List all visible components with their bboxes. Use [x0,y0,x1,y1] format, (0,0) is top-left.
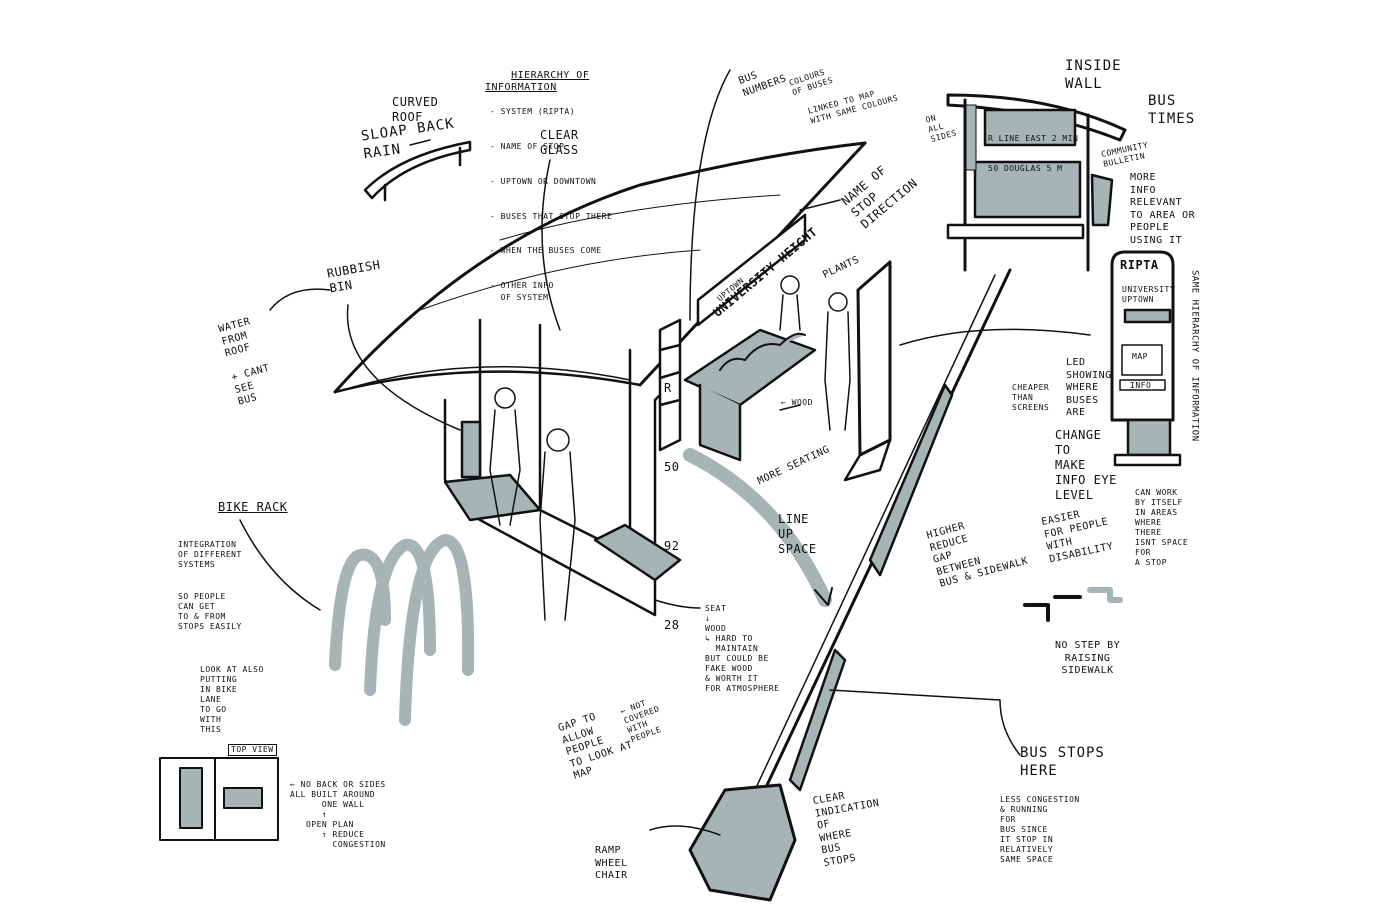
so-people-note: So people can get to & from stops easily [178,592,242,631]
cheaper-than-screens-note: Cheaper than screens [1012,383,1050,412]
top-view-label: Top view [228,744,277,756]
hierarchy-item: - System (RIPTA) [490,107,576,117]
bus-times-note: Bus times [1148,93,1196,127]
more-info-note: More info relevant to area or people usi… [1130,172,1196,246]
people-figures [489,275,851,621]
route-number: R [664,380,672,395]
bus-stop-line [829,689,1021,756]
hierarchy-item: - Buses that stop there [490,211,613,221]
bus-time-line: 50 Douglas 5 m [988,164,1063,173]
led-showing-note: LED showing where buses are [1066,357,1112,418]
route-number: 28 [664,618,680,633]
bike-rack [329,534,475,726]
bench [683,328,817,462]
hierarchy-item: - When the buses come [490,246,602,256]
can-work-by-itself-note: Can work by itself in areas where there … [1135,488,1189,567]
inside-wall-title: Inside wall [1065,58,1122,92]
hierarchy-title-text: Hierarchy of information [485,69,590,94]
bike-rack-title: Bike rack [218,500,288,514]
no-step-profile [1023,587,1123,622]
shelter-wall [443,318,682,617]
no-back-note: ← No back or sides All built around one … [290,780,386,849]
hierarchy-list: - System (RIPTA) - Name of stop - Uptown… [490,83,612,326]
clear-indication-note: Clear indication of where bus stops [811,790,881,869]
clear-glass-note: Clear glass [540,128,579,157]
wood-note: ← wood [781,398,813,407]
route-numbers: R 50 92 28 [664,322,695,691]
seat-wood-note: Seat ↓ wood ↳ hard to maintain but could… [705,604,780,693]
sidewalk-curb [754,268,1012,802]
hierarchy-item: - Name of stop [490,141,565,151]
bus-stops-here-note: Bus stops here [1020,745,1105,779]
curved-roof-detail [363,139,472,202]
line-up-space-note: Line up space [778,512,817,556]
ramp-note: Ramp wheel chair [595,845,628,881]
glass-panel [843,260,892,482]
stop-name-sign [696,213,807,327]
integration-note: Integration of different systems [178,540,242,569]
kiosk-map-label: Map [1132,352,1148,361]
clear-glass-pointer [541,159,561,331]
bus-time-line: R line east 2 min [988,134,1079,143]
route-number-strip [658,318,682,452]
kiosk-brand: RIPTA [1120,258,1159,272]
route-number: 50 [664,459,680,474]
less-congestion-note: Less congestion & running for bus since … [1000,795,1080,864]
no-step-note: No step by raising sidewalk [1055,640,1121,676]
annotation-arrows [239,69,1091,611]
hierarchy-item: - Other info of system [490,281,554,302]
change-to-make-note: Change to make info eye level [1055,428,1117,502]
hierarchy-title: Hierarchy of information [485,57,589,107]
curved-roof-note: Curved roof [392,95,439,124]
hierarchy-item: - Uptown or downtown [490,176,597,186]
route-number: 92 [664,539,680,554]
kiosk-info-label: Info [1130,381,1152,390]
ripta-kiosk [1110,250,1182,467]
bus-times-display: R line east 2 min 50 Douglas 5 m [988,114,1078,194]
look-at-also-note: Look at also putting in bike lane to go … [200,665,264,734]
top-view-plan [159,757,279,841]
ramp [688,783,797,902]
line-up-arrow [683,448,832,607]
same-hierarchy-note: Same hierarchy of information [1189,270,1200,442]
kiosk-stop-name: University Uptown [1122,285,1176,304]
inside-wall-elevation [946,93,1127,272]
